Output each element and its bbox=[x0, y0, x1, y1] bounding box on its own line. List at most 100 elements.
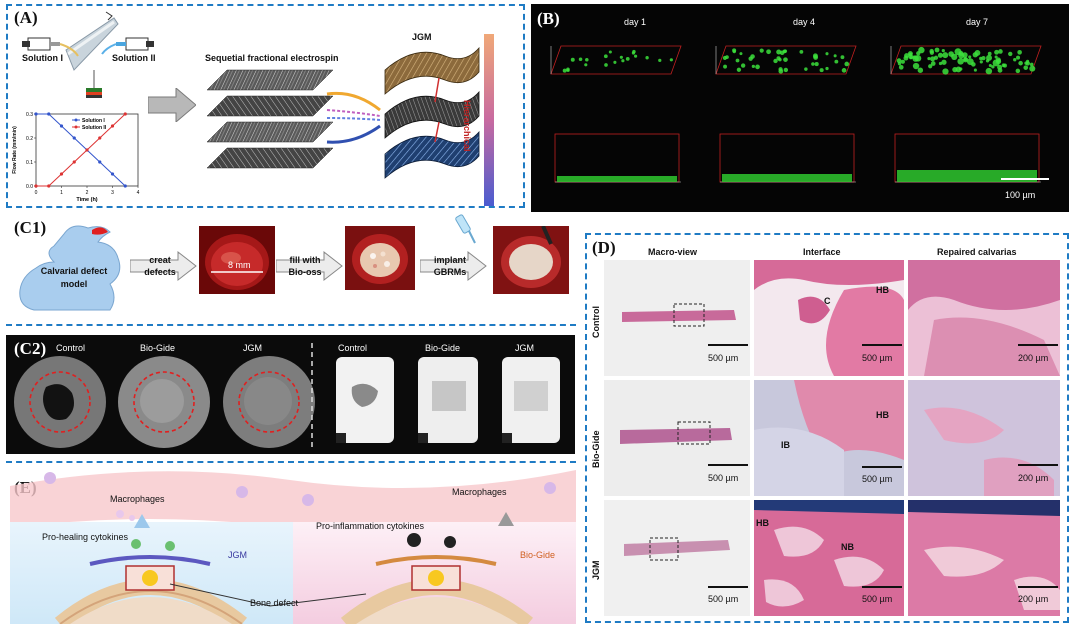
cell-dot bbox=[1018, 60, 1023, 66]
cell-dot bbox=[739, 52, 743, 56]
d-scale-bar-5 bbox=[862, 466, 902, 468]
cell-dot bbox=[841, 68, 847, 73]
cell-dot bbox=[603, 54, 608, 59]
day4-label: day 4 bbox=[793, 17, 816, 27]
cell-dot bbox=[938, 61, 943, 66]
electrospin-setup-diagram bbox=[22, 11, 154, 98]
cell-dot bbox=[834, 59, 839, 64]
legend-label: Solution II bbox=[82, 125, 107, 131]
cell-dot bbox=[1017, 49, 1022, 55]
cell-dot bbox=[732, 49, 736, 54]
cell-dot bbox=[813, 55, 819, 60]
fiber-layer-stack bbox=[206, 69, 334, 169]
day1-label: day 1 bbox=[624, 17, 647, 27]
cell-dot bbox=[1029, 65, 1036, 72]
d-scale-text-8: 500 µm bbox=[862, 594, 893, 604]
d-scale-text-5: 500 µm bbox=[862, 474, 893, 484]
cell-dot bbox=[1016, 55, 1021, 60]
data-point bbox=[110, 124, 115, 128]
x-tick-label: 1 bbox=[60, 190, 63, 196]
c1-pipette-icon bbox=[455, 214, 476, 244]
panel-b-label: (B) bbox=[537, 9, 560, 28]
cell-dot bbox=[1029, 62, 1034, 67]
legend-label: Solution I bbox=[82, 118, 105, 124]
legend-marker bbox=[74, 125, 78, 129]
confocal-3d-images bbox=[550, 45, 1042, 183]
d-scale-bar-1 bbox=[708, 344, 748, 346]
cell-dot bbox=[740, 63, 746, 68]
d-scale-bar-4 bbox=[708, 464, 748, 466]
cell-dot bbox=[972, 52, 978, 58]
c2-e-separator bbox=[6, 461, 576, 463]
cell-dot bbox=[723, 64, 727, 69]
cell-dot bbox=[912, 62, 920, 70]
cell-dot bbox=[937, 52, 943, 58]
cell-dot bbox=[840, 55, 845, 60]
cell-dot bbox=[933, 55, 939, 60]
cell-dot bbox=[966, 58, 974, 66]
cell-dot bbox=[570, 57, 575, 62]
cell-dot bbox=[783, 57, 788, 62]
data-point bbox=[47, 112, 51, 116]
cell-dot bbox=[604, 63, 608, 67]
data-point bbox=[59, 124, 64, 128]
cell-dot bbox=[799, 49, 804, 54]
cell-layer bbox=[897, 170, 1037, 182]
cell-dot bbox=[608, 50, 612, 54]
d-scale-text-6: 200 µm bbox=[1018, 473, 1049, 483]
y-tick-label: 0.0 bbox=[26, 184, 33, 190]
x-axis-label: Time (h) bbox=[76, 197, 97, 203]
c1-photo-implant bbox=[493, 226, 569, 294]
process-label: Sequetial fractional electrospin bbox=[205, 53, 339, 63]
cell-dot bbox=[1001, 63, 1006, 68]
cell-dot bbox=[981, 56, 986, 61]
d-scale-bar-3 bbox=[1018, 344, 1058, 346]
cell-dot bbox=[928, 64, 933, 69]
cell-dot bbox=[782, 49, 787, 54]
e-proinflam-label: Pro-inflammation cytokines bbox=[316, 521, 425, 531]
cell-dot bbox=[819, 68, 824, 73]
e-macrophages-right: Macrophages bbox=[452, 487, 507, 497]
cell-dot bbox=[634, 54, 638, 58]
cell-dot bbox=[930, 61, 936, 66]
data-point bbox=[34, 184, 38, 188]
c2-col-5: Bio-Gide bbox=[425, 343, 461, 353]
data-point bbox=[72, 136, 76, 140]
series-line-1 bbox=[36, 113, 126, 187]
panel-a-label: (A) bbox=[14, 8, 38, 27]
cell-dot bbox=[669, 58, 673, 62]
cell-dot bbox=[783, 67, 789, 73]
cell-dot bbox=[814, 62, 819, 67]
cell-dot bbox=[941, 59, 947, 65]
d-scale-bar-9 bbox=[1018, 586, 1058, 588]
cell-dot bbox=[778, 68, 784, 74]
cell-dot bbox=[722, 55, 727, 61]
layer-mapping-arrows bbox=[326, 91, 381, 144]
series-line-2 bbox=[36, 113, 126, 187]
process-arrow bbox=[148, 88, 196, 122]
cell-dot bbox=[958, 52, 965, 59]
cell-dot bbox=[578, 57, 583, 61]
panel-b-scale-bar bbox=[1001, 178, 1049, 180]
d-ann-c: C bbox=[824, 296, 831, 306]
cell-dot bbox=[735, 58, 740, 63]
y-tick-label: 0.2 bbox=[26, 136, 33, 142]
solution-1-label: Solution I bbox=[22, 53, 63, 63]
panel-d-label: (D) bbox=[592, 238, 616, 257]
d-scale-bar-2 bbox=[862, 344, 902, 346]
d-row-control: Control bbox=[591, 306, 601, 338]
cell-dot bbox=[987, 51, 992, 56]
cell-dot bbox=[968, 55, 972, 59]
c1-arrow-3 bbox=[420, 250, 487, 282]
d-ann-hb-3: HB bbox=[756, 518, 769, 528]
cell-dot bbox=[619, 55, 623, 59]
d-scale-text-7: 500 µm bbox=[708, 594, 739, 604]
confocal-side-box bbox=[554, 133, 680, 183]
cell-dot bbox=[755, 64, 760, 70]
e-bone-defect-label: Bone defect bbox=[250, 598, 299, 608]
d-col-repaired: Repaired calvarias bbox=[937, 247, 1017, 257]
d-scale-text-2: 500 µm bbox=[862, 353, 893, 363]
panel-b-scale-text: 100 µm bbox=[1005, 190, 1036, 200]
cell-dot bbox=[773, 58, 778, 64]
cell-dot bbox=[927, 57, 931, 61]
